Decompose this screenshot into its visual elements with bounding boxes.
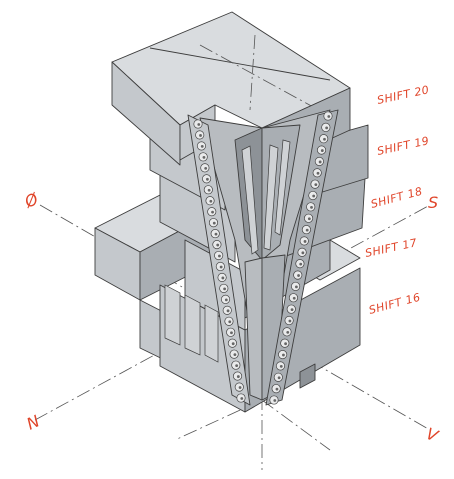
ring-ornament-center (290, 308, 294, 312)
axis-bottom-spread-1 (174, 399, 263, 441)
ring-ornament-center (284, 342, 287, 346)
ring-ornament-center (303, 240, 307, 243)
label-shift-19: SHIFT 19 (376, 134, 431, 158)
ring-ornament-center (224, 298, 228, 302)
compass-east-label: V (424, 424, 442, 446)
ring-ornament-center (233, 353, 237, 357)
ring-ornament-center (218, 254, 221, 258)
ring-ornament-center (236, 375, 240, 378)
ring-ornament-center (219, 265, 223, 269)
label-shift-18: SHIFT 18 (369, 185, 424, 211)
ring-ornament-center (199, 134, 202, 137)
ring-ornament-center (214, 232, 218, 236)
ring-ornament-center (209, 199, 213, 203)
ring-ornament-center (221, 276, 225, 280)
ring-ornament-center (320, 149, 324, 152)
ring-ornament-center (301, 251, 305, 255)
label-shift-16: SHIFT 16 (367, 291, 422, 317)
ring-ornament-center (202, 155, 206, 159)
ring-ornament-center (295, 285, 298, 289)
ring-ornaments (193, 111, 333, 405)
ring-ornament-center (277, 376, 281, 380)
ring-ornament-center (238, 386, 242, 389)
ring-ornament-center (282, 353, 285, 357)
ring-ornament-center (206, 177, 209, 181)
ring-ornament-center (230, 331, 233, 335)
compass-north-label: N (24, 411, 43, 433)
axis-bottom-spread-2 (261, 399, 331, 451)
ring-ornament-center (316, 171, 320, 175)
ring-ornament-center (273, 399, 277, 402)
ring-ornament-center (299, 262, 303, 266)
ring-ornament-center (314, 183, 318, 187)
ring-ornament-center (288, 319, 292, 323)
label-shift-17: SHIFT 17 (364, 236, 419, 260)
compass-south-label: S (428, 193, 438, 212)
ring-ornament-center (292, 296, 296, 300)
ring-ornament-center (327, 115, 331, 118)
central-split (164, 109, 331, 401)
ring-ornament-center (235, 364, 239, 368)
label-shift-20: SHIFT 20 (376, 83, 431, 107)
ring-ornament-center (323, 137, 326, 141)
ring-ornament-center (275, 387, 279, 391)
ring-ornament-center (223, 287, 227, 291)
ring-ornament-center (312, 194, 316, 198)
ring-ornament-center (310, 205, 313, 209)
ring-ornament-center (212, 221, 216, 225)
ring-ornament-center (325, 126, 329, 130)
ring-ornament-center (279, 365, 283, 368)
ring-ornament-center (240, 397, 244, 400)
ring-ornament-center (200, 145, 204, 148)
ring-ornament-center (228, 320, 232, 324)
ring-ornament-center (286, 330, 290, 334)
ring-ornament-center (297, 274, 300, 277)
ring-ornament-center (305, 228, 309, 232)
ring-ornament-center (204, 166, 208, 170)
compass-west-label: Ø (21, 189, 42, 212)
ring-ornament-center (207, 188, 211, 192)
ring-ornament-center (231, 342, 235, 346)
ring-ornament-center (307, 217, 311, 221)
ring-ornament-center (318, 160, 322, 164)
ring-ornament-center (211, 210, 214, 214)
ring-ornament-center (197, 123, 201, 126)
ring-ornament-center (226, 309, 230, 313)
ring-ornament-center (216, 243, 220, 247)
